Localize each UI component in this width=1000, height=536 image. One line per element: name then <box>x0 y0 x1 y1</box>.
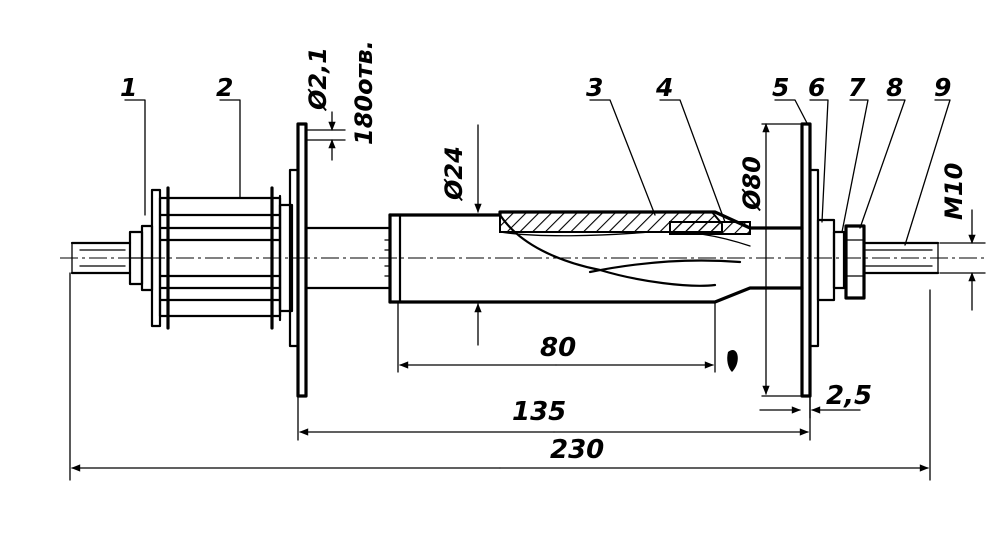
svg-text:M10: M10 <box>940 163 968 220</box>
part-label-1: 1 <box>120 73 137 102</box>
svg-text:Ø2,1: Ø2,1 <box>304 47 332 112</box>
left-flange <box>288 122 392 398</box>
right-nuts <box>816 218 866 302</box>
svg-text:80: 80 <box>540 333 576 363</box>
part-label-3: 3 <box>586 73 603 102</box>
dim-length-80: 80 <box>397 301 716 373</box>
part-label-7: 7 <box>848 73 866 102</box>
part-label-8: 8 <box>886 73 903 102</box>
svg-text:230: 230 <box>550 435 604 465</box>
part-label-2: 2 <box>216 73 233 102</box>
axle-left <box>70 241 132 275</box>
svg-text:Ø24: Ø24 <box>440 146 468 202</box>
dim-length-135: 135 <box>297 395 811 441</box>
sprocket-cassette <box>150 186 294 330</box>
right-flange <box>800 122 820 398</box>
bearing-cup <box>669 221 751 235</box>
svg-text:2,5: 2,5 <box>826 381 872 411</box>
stray-mark <box>727 350 738 372</box>
dim-spoke-holes: Ø2,1 180отв. <box>304 40 378 161</box>
left-nut <box>128 224 154 292</box>
dim-thread-m10: M10 <box>939 163 986 311</box>
part-label-4: 4 <box>655 73 673 102</box>
axle-right <box>862 241 940 275</box>
svg-text:Ø80: Ø80 <box>738 156 766 212</box>
dim-diameter-24: Ø24 <box>440 124 482 346</box>
part-label-5: 5 <box>772 73 789 102</box>
part-label-6: 6 <box>808 73 825 102</box>
svg-text:135: 135 <box>512 397 566 427</box>
svg-text:180отв.: 180отв. <box>350 40 378 145</box>
leader-lines <box>124 99 951 246</box>
part-label-9: 9 <box>934 73 951 102</box>
dim-length-230: 230 <box>69 272 931 481</box>
dim-gap-2-5: 2,5 <box>759 381 872 419</box>
dim-diameter-80: Ø80 <box>738 123 801 397</box>
